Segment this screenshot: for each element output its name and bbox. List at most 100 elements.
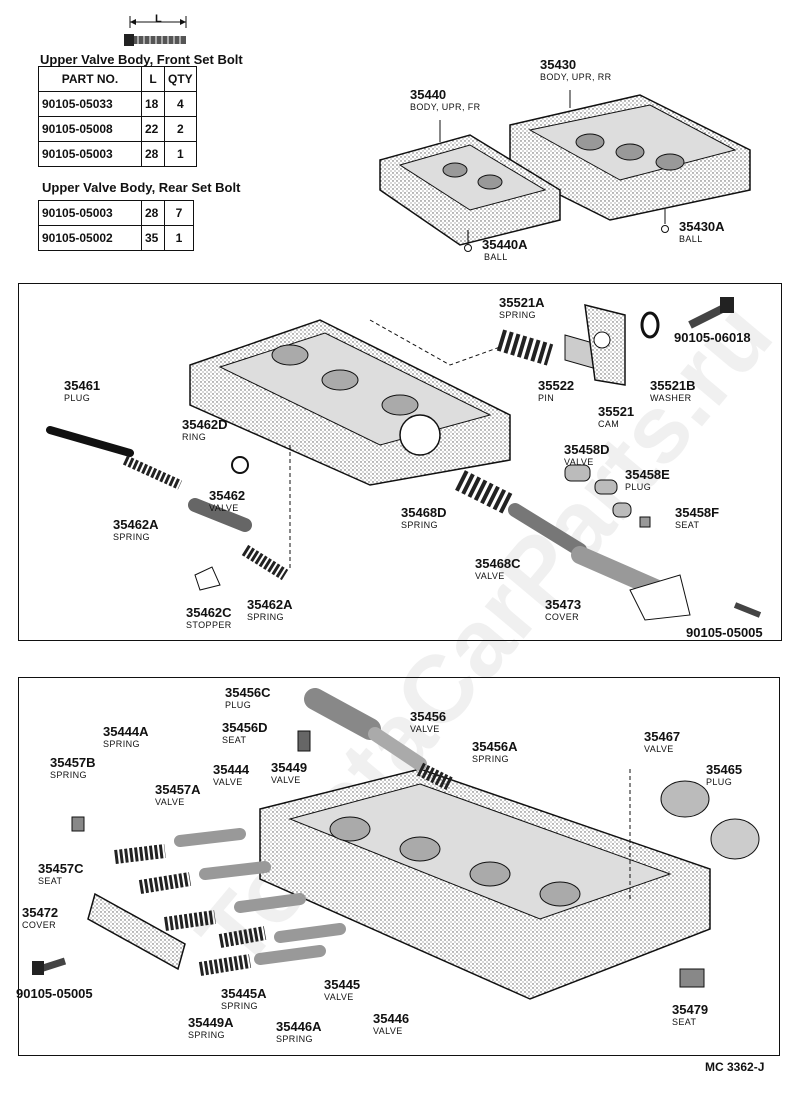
part-description: VALVE	[410, 724, 440, 734]
diagram-code: MC 3362-J	[705, 1060, 765, 1074]
part-description: VALVE	[271, 775, 301, 785]
part-description: SPRING	[188, 1030, 225, 1040]
part-number: 35462	[209, 488, 246, 503]
part-description: VALVE	[475, 571, 505, 581]
part-description: PIN	[538, 393, 555, 403]
part-number: 35462C	[186, 605, 232, 620]
part-description: COVER	[545, 612, 580, 622]
part-description: VALVE	[564, 457, 594, 467]
part-number: 35456C	[225, 685, 271, 700]
part-description: CAM	[598, 419, 620, 429]
cell-qty: 1	[164, 141, 197, 167]
part-description: SEAT	[222, 735, 247, 745]
part-number: 35472	[22, 905, 59, 920]
table-row: 90105-05003 28 1	[38, 141, 197, 167]
part-description: SPRING	[401, 520, 438, 530]
bottom-section-frame	[18, 677, 780, 1056]
part-number: 35446A	[276, 1019, 322, 1034]
part-description: BALL	[484, 252, 508, 262]
part-number: 35457B	[50, 755, 96, 770]
part-number: 35462A	[113, 517, 159, 532]
part-number: 35456A	[472, 739, 518, 754]
part-number: 90105-05005	[686, 625, 763, 640]
table-row: 90105-05002 35 1	[38, 225, 194, 251]
cell-qty: 2	[164, 116, 197, 142]
cell-qty: 1	[164, 225, 194, 251]
table-header-row: PART NO. L QTY	[38, 66, 197, 92]
rear-table-title: Upper Valve Body, Rear Set Bolt	[42, 180, 241, 195]
part-description: STOPPER	[186, 620, 232, 630]
part-number: 35479	[672, 1002, 709, 1017]
part-description: PLUG	[64, 393, 91, 403]
part-number: 35458F	[675, 505, 720, 520]
part-number: 90105-06018	[674, 330, 751, 345]
bolt-dimension-sketch	[124, 16, 187, 46]
part-description: VALVE	[209, 503, 239, 513]
part-number: 35430	[540, 57, 577, 72]
part-description: VALVE	[644, 744, 674, 754]
part-description: BALL	[679, 234, 703, 244]
part-description: WASHER	[650, 393, 692, 403]
part-number: 35521	[598, 404, 635, 419]
part-description: SPRING	[103, 739, 140, 749]
part-description: VALVE	[373, 1026, 403, 1036]
cell-part: 90105-05008	[38, 116, 142, 142]
part-number: 90105-05005	[16, 986, 93, 1001]
part-description: VALVE	[324, 992, 354, 1002]
part-description: SPRING	[472, 754, 509, 764]
cell-part: 90105-05033	[38, 91, 142, 117]
part-number: 35462D	[182, 417, 228, 432]
cell-part: 90105-05002	[38, 225, 142, 251]
cell-length: 22	[141, 116, 165, 142]
part-description: SEAT	[672, 1017, 697, 1027]
cell-qty: 4	[164, 91, 197, 117]
part-number: 35467	[644, 729, 681, 744]
part-description: SPRING	[50, 770, 87, 780]
part-description: COVER	[22, 920, 57, 930]
front-table-title: Upper Valve Body, Front Set Bolt	[40, 52, 243, 67]
cell-qty: 7	[164, 200, 194, 226]
part-description: PLUG	[706, 777, 733, 787]
col-length: L	[141, 66, 165, 92]
cell-part: 90105-05003	[38, 141, 142, 167]
part-number: 35440A	[482, 237, 528, 252]
part-number: 35473	[545, 597, 582, 612]
table-row: 90105-05003 28 7	[38, 200, 194, 226]
part-number: 35522	[538, 378, 575, 393]
part-number: 35440	[410, 87, 447, 102]
bolt-length-label: L	[155, 13, 163, 25]
part-description: SPRING	[247, 612, 284, 622]
part-number: 35521A	[499, 295, 545, 310]
part-description: SPRING	[221, 1001, 258, 1011]
front-bolt-table: PART NO. L QTY 90105-05033 18 4 90105-05…	[38, 66, 197, 167]
cell-length: 35	[141, 225, 165, 251]
part-description: PLUG	[625, 482, 652, 492]
part-number: 35465	[706, 762, 743, 777]
middle-assembly-drawing	[46, 297, 762, 621]
cell-part: 90105-05003	[38, 200, 142, 226]
part-number: 35462A	[247, 597, 293, 612]
part-number: 35445	[324, 977, 361, 992]
part-number: 35444A	[103, 724, 149, 739]
part-number: 35456	[410, 709, 447, 724]
part-description: SPRING	[499, 310, 536, 320]
part-description: VALVE	[213, 777, 243, 787]
part-number: 35458E	[625, 467, 670, 482]
part-number: 35449A	[188, 1015, 234, 1030]
part-description: RING	[182, 432, 207, 442]
middle-section-frame	[18, 283, 782, 641]
part-description: VALVE	[155, 797, 185, 807]
part-number: 35456D	[222, 720, 268, 735]
part-number: 35430A	[679, 219, 725, 234]
part-number: 35468D	[401, 505, 447, 520]
lower-assembly-drawing	[32, 688, 760, 1000]
part-description: PLUG	[225, 700, 252, 710]
part-number: 35468C	[475, 556, 521, 571]
upper-valve-bodies-drawing	[379, 90, 751, 252]
cell-length: 18	[141, 91, 165, 117]
part-description: BODY, UPR, RR	[540, 72, 612, 82]
part-description: SPRING	[276, 1034, 313, 1044]
part-description: SPRING	[113, 532, 150, 542]
rear-bolt-table: 90105-05003 28 7 90105-05002 35 1	[38, 200, 194, 251]
